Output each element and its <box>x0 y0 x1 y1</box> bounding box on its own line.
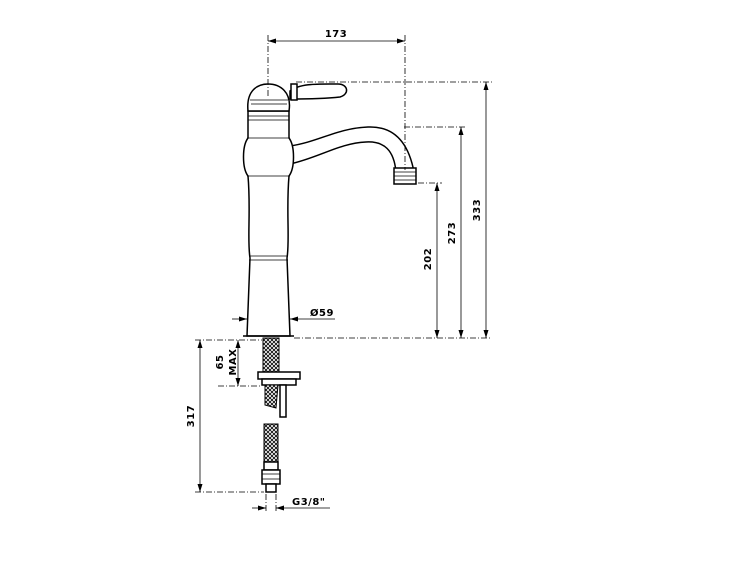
dimension-spout-reach: 173 <box>268 29 405 44</box>
dim-label-65: 65 <box>215 355 226 370</box>
lever-handle[interactable] <box>289 83 348 100</box>
hose-upper <box>264 384 279 409</box>
flexible-hose <box>263 423 279 463</box>
dimension-max-deck: 65 MAX <box>215 340 241 386</box>
dim-label-273: 273 <box>447 222 458 244</box>
dimension-total-height: 333 <box>472 82 489 338</box>
dim-label-diameter: Ø59 <box>310 307 334 319</box>
dim-label-333: 333 <box>472 199 483 221</box>
dimension-spout-top-height: 273 <box>447 127 464 338</box>
dim-label-max: MAX <box>228 349 239 376</box>
supply-pipe <box>279 384 287 418</box>
faucet-body <box>242 83 417 337</box>
dim-label-317: 317 <box>186 405 197 427</box>
dimension-hose-length: 317 <box>186 340 203 492</box>
dimension-spout-outlet-height: 202 <box>423 183 440 338</box>
dimension-hose-thread: G3/8" <box>252 497 330 511</box>
dim-label-202: 202 <box>423 248 434 270</box>
extension-lines <box>195 35 492 512</box>
hose-fitting <box>263 461 279 471</box>
dome-cap <box>247 83 291 112</box>
dim-label-thread: G3/8" <box>292 497 326 508</box>
mounting-nut <box>257 371 301 380</box>
dimension-base-diameter: Ø59 <box>232 307 335 322</box>
column <box>242 110 295 337</box>
threaded-shank <box>262 337 280 373</box>
mounting-assembly <box>257 337 301 493</box>
dim-label-173: 173 <box>325 29 347 40</box>
